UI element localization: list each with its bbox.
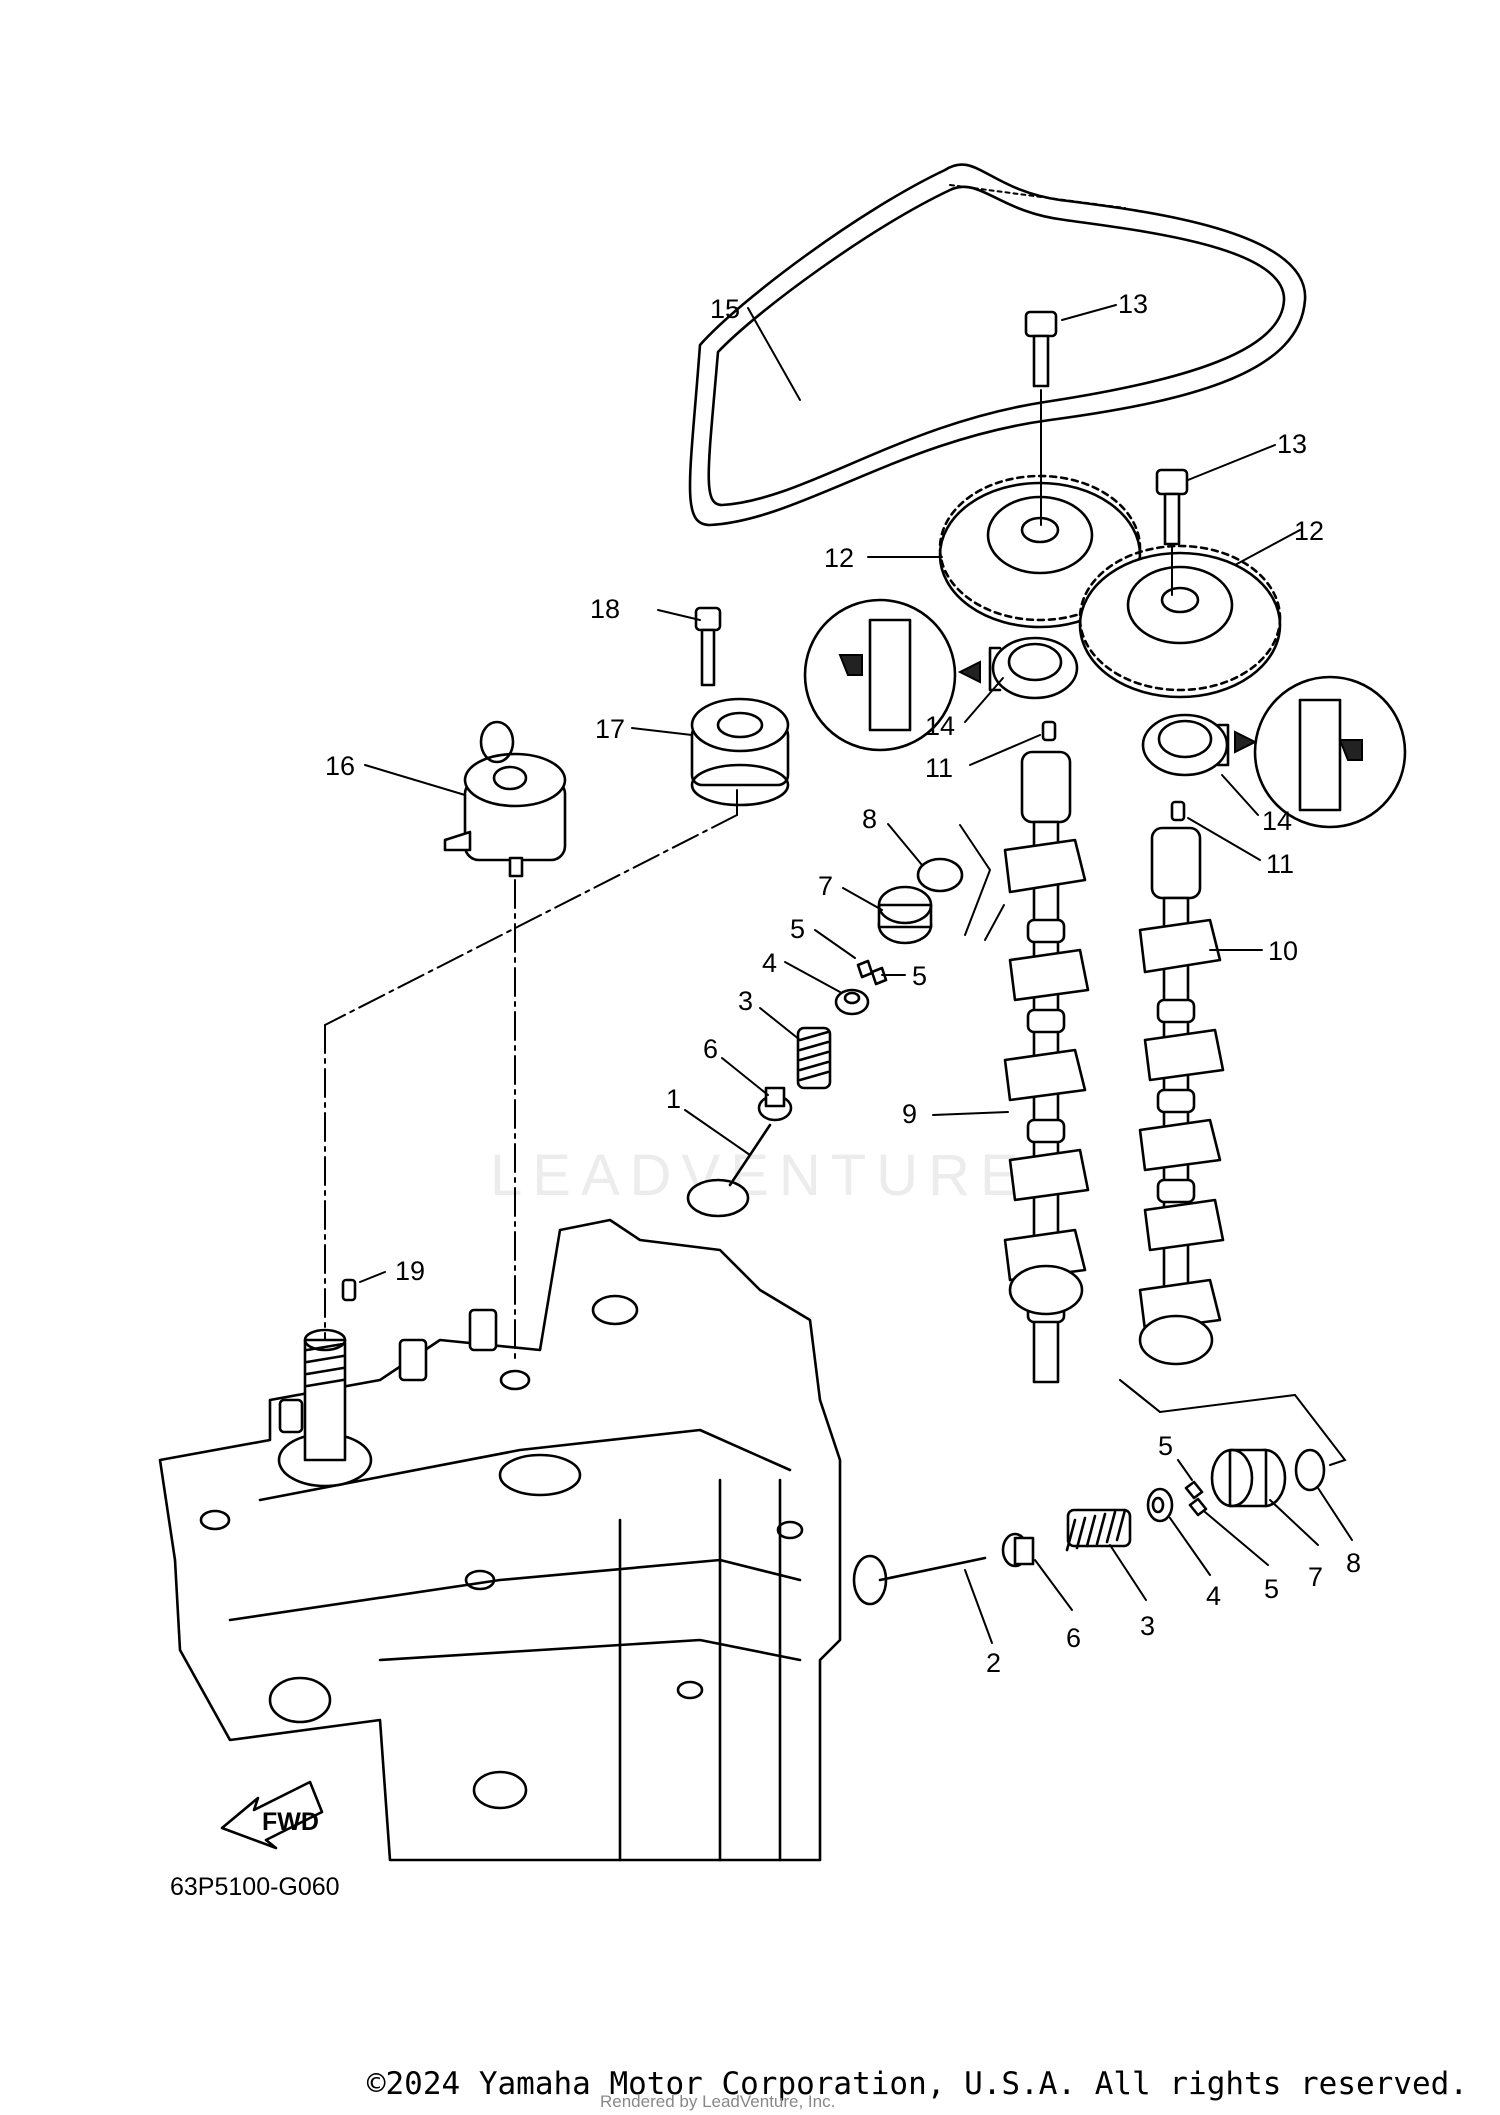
callout-12-left[interactable]: 12 — [824, 543, 854, 573]
idler-pulley[interactable] — [690, 697, 790, 807]
watermark: LEADVENTURE — [490, 1143, 1029, 1208]
seal-detail-left — [803, 598, 1002, 752]
valve-pad-lower[interactable] — [1294, 1448, 1326, 1492]
leader-lines — [359, 304, 1353, 1644]
callout-10[interactable]: 10 — [1268, 936, 1298, 966]
dowel-pin-right[interactable] — [1170, 800, 1186, 822]
camshaft-right[interactable] — [1138, 826, 1225, 1366]
valve-lifter-lower[interactable] — [1210, 1448, 1287, 1508]
callout-13-upper[interactable]: 13 — [1118, 289, 1148, 319]
callout-19[interactable]: 19 — [395, 1256, 425, 1286]
spring-retainer-upper[interactable] — [834, 988, 870, 1016]
callout-7-upper[interactable]: 7 — [818, 871, 833, 901]
valve-cotter-lower[interactable] — [1184, 1480, 1208, 1517]
callout-4-upper[interactable]: 4 — [762, 948, 777, 978]
spring-retainer-lower[interactable] — [1146, 1487, 1174, 1523]
fwd-label: FWD — [262, 1808, 319, 1836]
valve-lifter-upper[interactable] — [877, 885, 933, 945]
callout-6-lower[interactable]: 6 — [1066, 1623, 1081, 1653]
callout-9[interactable]: 9 — [902, 1099, 917, 1129]
rendered-by-notice: Rendered by LeadVenture, Inc. — [600, 2092, 836, 2111]
callout-17[interactable]: 17 — [595, 714, 625, 744]
valve-stem-seal-lower[interactable] — [1001, 1532, 1035, 1568]
callout-7-lower[interactable]: 7 — [1308, 1562, 1323, 1592]
callout-12-right[interactable]: 12 — [1294, 516, 1324, 546]
assembly-lines — [324, 789, 1005, 1361]
callout-5-upper-left[interactable]: 5 — [790, 914, 805, 944]
callout-16[interactable]: 16 — [325, 751, 355, 781]
dowel-pin-block[interactable] — [341, 1278, 357, 1302]
callout-5-lower-top[interactable]: 5 — [1158, 1431, 1173, 1461]
callout-18[interactable]: 18 — [590, 594, 620, 624]
valve-spring-upper[interactable] — [796, 1026, 832, 1090]
pulley-bolt-upper[interactable] — [1024, 310, 1058, 526]
leader-bracket-lower-2 — [1119, 1379, 1161, 1413]
leader-bracket-upper — [959, 824, 992, 936]
copyright-notice: ©2024 Yamaha Motor Corporation, U.S.A. A… — [366, 2066, 1468, 2102]
seal-detail-right — [1216, 675, 1407, 829]
fwd-arrow-icon: FWD — [220, 1780, 324, 1850]
callout-5-lower-bottom[interactable]: 5 — [1264, 1574, 1279, 1604]
valve-exhaust[interactable] — [852, 1554, 987, 1606]
callout-11-right[interactable]: 11 — [1266, 849, 1294, 879]
valve-cotter-upper[interactable] — [856, 959, 888, 986]
callout-13-lower[interactable]: 13 — [1277, 429, 1307, 459]
timing-belt[interactable] — [688, 163, 1307, 527]
valve-stem-seal-upper[interactable] — [757, 1086, 793, 1122]
oil-seal-left[interactable] — [991, 636, 1079, 700]
callout-11-left[interactable]: 11 — [925, 753, 953, 783]
oil-seal-right[interactable] — [1141, 713, 1229, 777]
callout-3-upper[interactable]: 3 — [738, 986, 753, 1016]
callout-15[interactable]: 15 — [710, 294, 740, 324]
callouts: 1 2 3 3 4 4 5 5 5 5 6 6 7 7 8 8 9 10 11 … — [325, 289, 1361, 1678]
callout-3-lower[interactable]: 3 — [1140, 1611, 1155, 1641]
callout-14-left[interactable]: 14 — [925, 711, 955, 741]
callout-8-lower[interactable]: 8 — [1346, 1548, 1361, 1578]
valve-spring-lower[interactable] — [1065, 1508, 1132, 1552]
pulley-bolt-lower[interactable] — [1155, 468, 1189, 596]
callout-1[interactable]: 1 — [666, 1084, 681, 1114]
belt-tensioner[interactable] — [443, 720, 567, 878]
drawing-code: 63P5100-G060 — [170, 1873, 340, 1901]
dowel-pin-left[interactable] — [1041, 720, 1057, 742]
callout-4-lower[interactable]: 4 — [1206, 1581, 1221, 1611]
cam-pulley-right[interactable] — [1078, 544, 1282, 699]
camshaft-left[interactable] — [1003, 750, 1090, 1384]
valve-pad-upper[interactable] — [916, 857, 964, 893]
callout-5-upper-right[interactable]: 5 — [912, 961, 927, 991]
callout-14-right[interactable]: 14 — [1262, 806, 1292, 836]
cylinder-head — [158, 1218, 842, 1862]
callout-6-upper[interactable]: 6 — [703, 1034, 718, 1064]
callout-2[interactable]: 2 — [986, 1648, 1001, 1678]
callout-8-upper[interactable]: 8 — [862, 804, 877, 834]
